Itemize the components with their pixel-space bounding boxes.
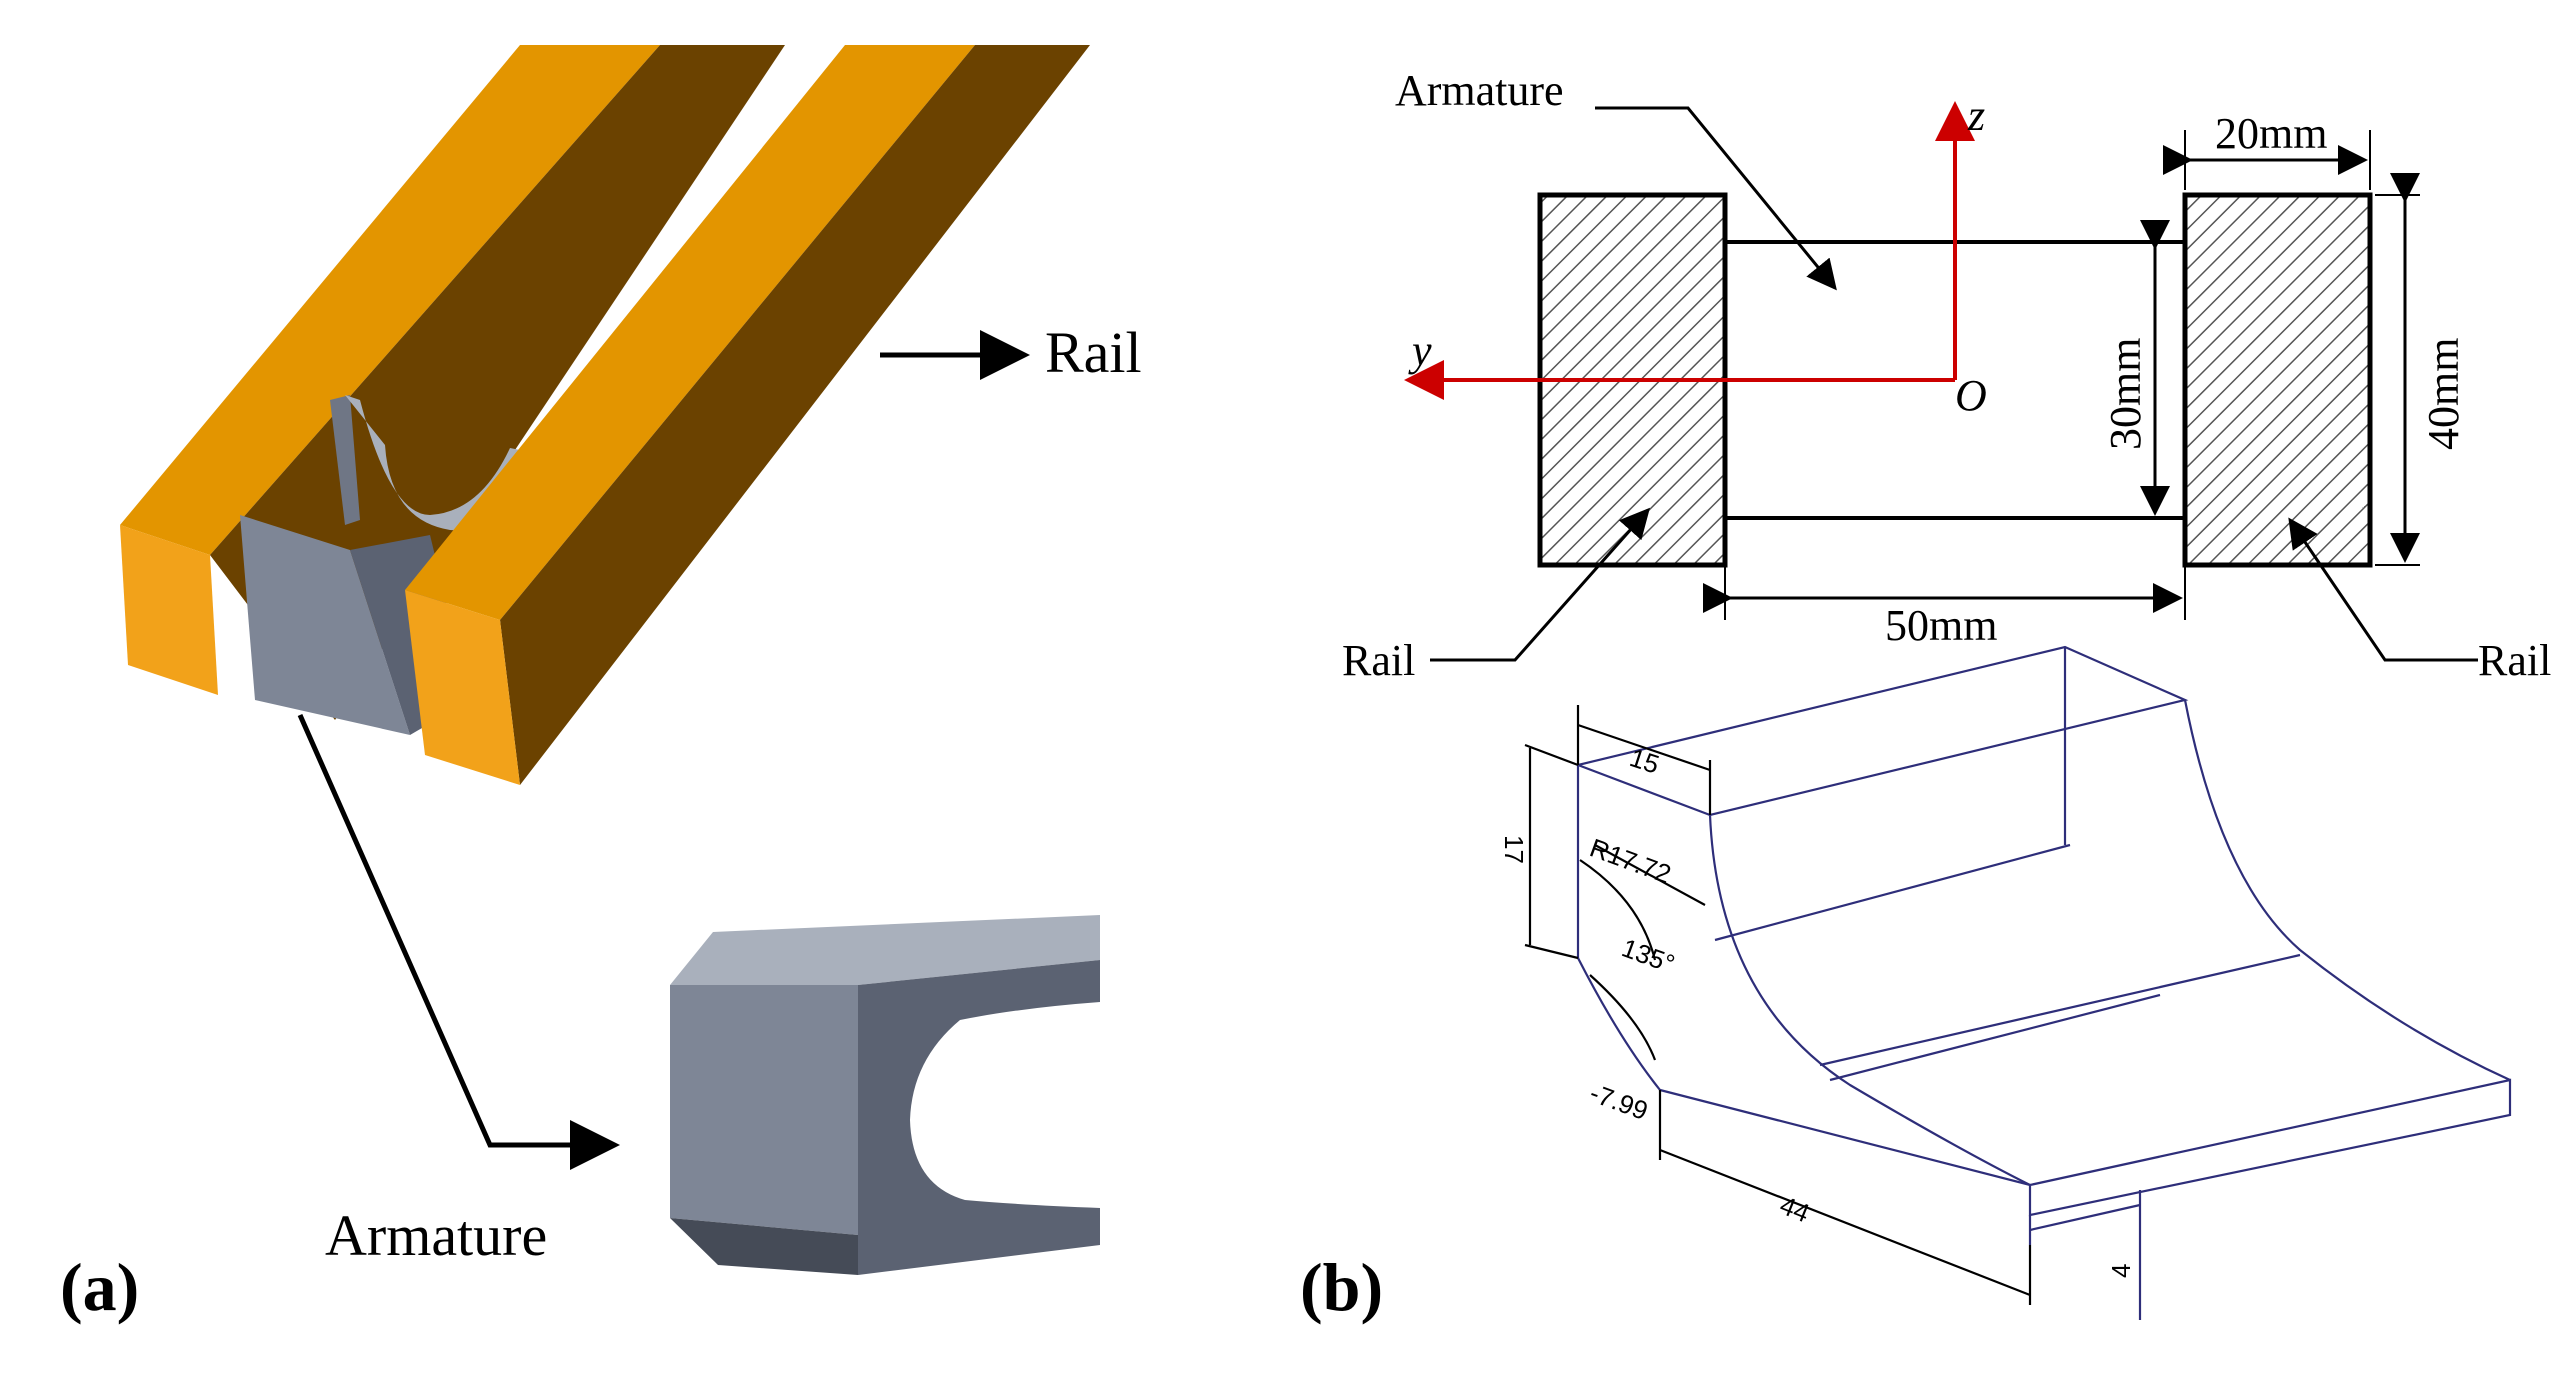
left-rail-top — [120, 45, 660, 555]
dim-angle-label: 135° — [1618, 932, 1679, 979]
wire-back-curve — [2183, 699, 2511, 1082]
standalone-armature-side — [858, 960, 1100, 1275]
section-armature-label: Armature — [1395, 66, 1564, 115]
dim-30-label: 30mm — [2101, 338, 2150, 450]
y-axis-label: y — [1408, 326, 1432, 375]
panel-a: Rail Armature (a) — [60, 45, 1142, 1325]
dim-17-label: 17 — [1499, 835, 1529, 864]
dim-44-label: 44 — [1776, 1190, 1814, 1229]
standalone-armature-front — [670, 985, 858, 1235]
right-rail-front — [405, 590, 520, 785]
panel-a-label: (a) — [60, 1249, 139, 1325]
wire-bottom-plate — [1659, 1078, 2512, 1217]
dim-radius-label: R17.72 — [1586, 832, 1675, 889]
dim-15-label: 15 — [1626, 742, 1663, 779]
wire-mid-line-3 — [1829, 993, 2161, 1082]
section-rail-left-leader — [1430, 507, 1650, 662]
wire-mid-line-2 — [1819, 953, 2301, 1067]
wire-chamfer-curve — [1577, 957, 1661, 1091]
panel-b-armature-drawing — [1524, 645, 2512, 1320]
dim-angle-arc — [1579, 859, 1657, 961]
wire-front-curve — [1708, 814, 2031, 1186]
standalone-armature-bottom — [670, 1218, 858, 1275]
origin-label: O — [1955, 371, 1987, 420]
left-rail-front — [120, 525, 218, 695]
armature-standalone — [670, 915, 1100, 1275]
wire-dim4-line — [2029, 1203, 2141, 1232]
dim-50-label: 50mm — [1885, 601, 1997, 650]
right-rail-side — [500, 45, 1090, 785]
panel-b-label: (b) — [1300, 1249, 1383, 1325]
section-armature-leader — [1595, 106, 1837, 291]
z-axis-label: z — [1967, 91, 1985, 140]
section-rail-right-label: Rail — [2478, 636, 2551, 685]
dim-40-label: 40mm — [2419, 338, 2468, 450]
standalone-armature-top — [670, 915, 1100, 985]
right-rail — [405, 45, 1090, 785]
section-rail-right-leader — [2288, 517, 2478, 662]
armature-inner-face — [330, 395, 360, 525]
armature-label: Armature — [325, 1203, 547, 1268]
dim-4-label: 4 — [2106, 1264, 2136, 1278]
right-rail-top — [405, 45, 975, 620]
dim-radius-leader — [1594, 844, 1706, 906]
armature-front-face — [240, 515, 410, 735]
dim17-ext-bottom — [1524, 943, 1579, 960]
dim44-line — [1659, 1148, 2031, 1297]
dim17-ext-top — [1524, 743, 1579, 767]
rail-label: Rail — [1045, 320, 1142, 385]
dim15-line — [1577, 723, 1711, 772]
dim-20-label: 20mm — [2215, 109, 2327, 158]
armature-pointer-arrow — [297, 713, 620, 1170]
section-rail-left-label: Rail — [1342, 636, 1415, 685]
panel-b-armature-dim-texts: 15 17 R17.72 135° -7.99 44 4 — [1499, 742, 2136, 1278]
wire-mid-line-1 — [1714, 843, 2071, 942]
panel-b-cross-section: z y O Armature Rail Rail 20mm 40mm 30mm … — [1342, 66, 2551, 685]
wire-top-plate — [1577, 645, 2189, 817]
rail-right-section — [2182, 192, 2373, 568]
dim-angle-arc-2 — [1589, 974, 1657, 1061]
dim-799-label: -7.99 — [1586, 1077, 1652, 1125]
